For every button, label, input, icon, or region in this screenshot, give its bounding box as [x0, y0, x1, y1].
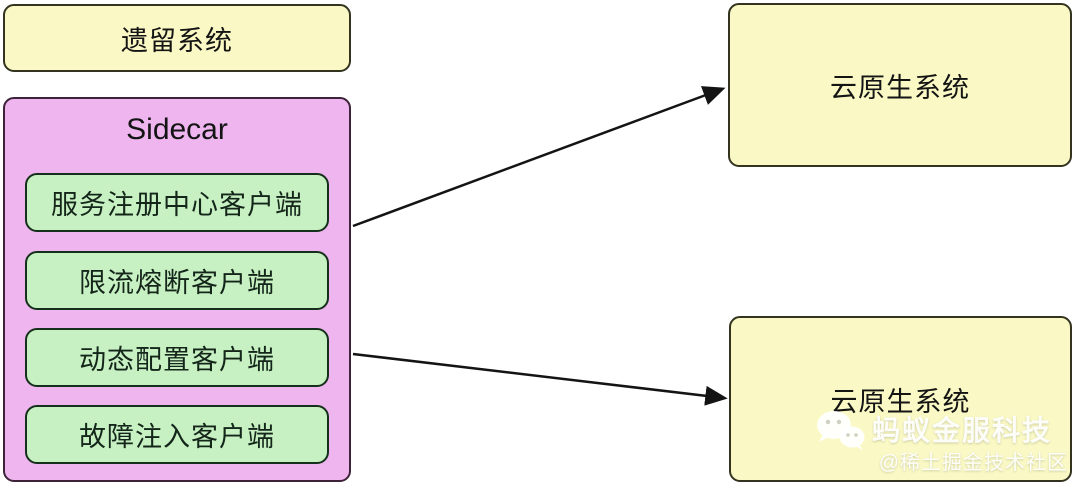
legacy-system-label: 遗留系统 — [121, 25, 233, 56]
node-client-fault-injection: 故障注入客户端 — [25, 405, 329, 464]
node-client-service-registry: 服务注册中心客户端 — [25, 173, 329, 232]
cloud-native-bottom-label: 云原生系统 — [830, 386, 971, 417]
node-cloud-native-system-top: 云原生系统 — [728, 3, 1072, 167]
node-client-dynamic-config: 动态配置客户端 — [25, 328, 329, 387]
client-label: 动态配置客户端 — [79, 345, 275, 375]
client-label: 限流熔断客户端 — [79, 268, 275, 298]
node-cloud-native-system-bottom: 云原生系统 — [729, 316, 1072, 482]
client-label: 故障注入客户端 — [79, 422, 275, 452]
node-legacy-system: 遗留系统 — [3, 4, 351, 72]
client-label: 服务注册中心客户端 — [51, 190, 303, 220]
node-sidecar: Sidecar 服务注册中心客户端 限流熔断客户端 动态配置客户端 故障注入客户… — [3, 97, 351, 482]
sidecar-title: Sidecar — [126, 113, 228, 146]
edge-sidecar-to-cloud_native_top — [352, 86, 726, 228]
node-client-rate-limit-circuit-breaker: 限流熔断客户端 — [25, 251, 329, 310]
cloud-native-top-label: 云原生系统 — [830, 72, 970, 103]
edge-sidecar-to-cloud_native_bottom — [352, 352, 728, 406]
